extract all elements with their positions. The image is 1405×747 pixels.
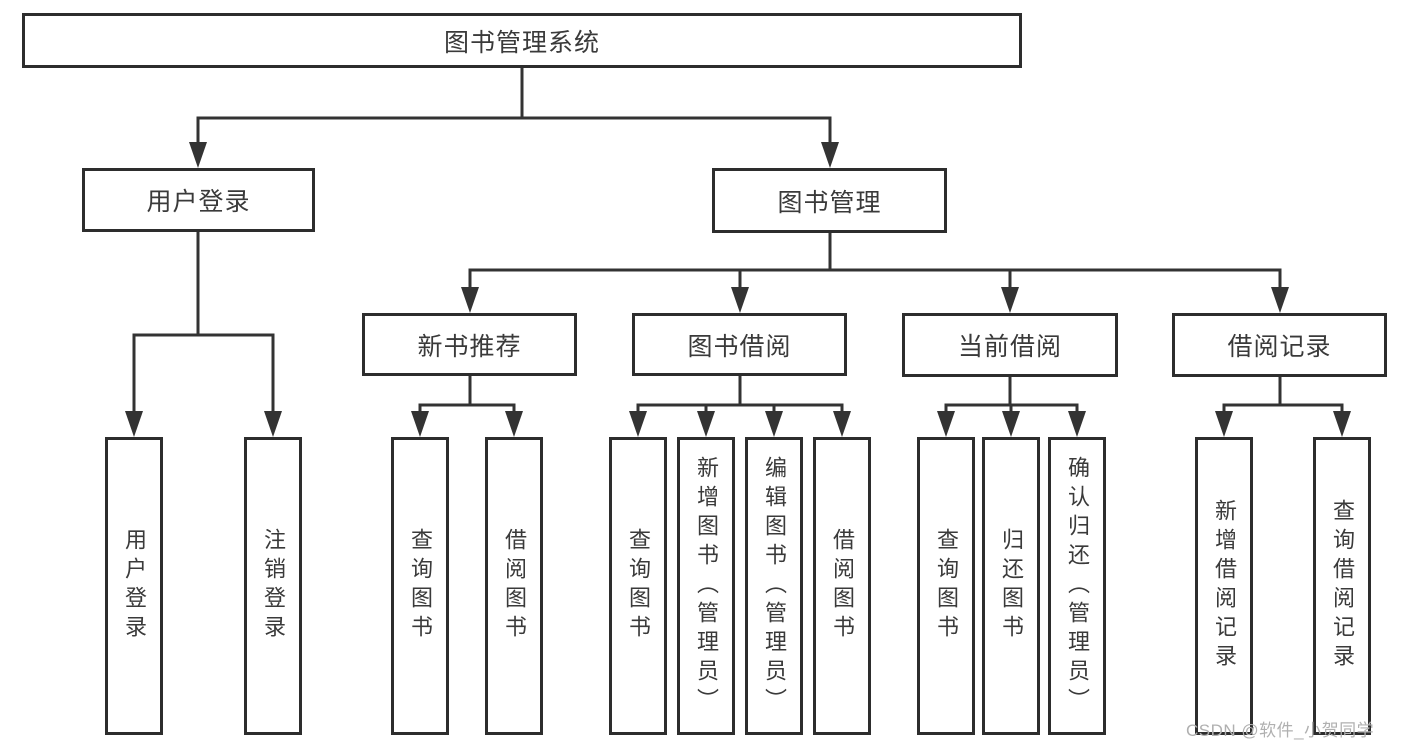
connector-borrow-record-children — [1222, 374, 1344, 415]
node-borrow-records-label: 借阅记录 — [1227, 333, 1332, 361]
leaf-query-books-borrow-label: 查询图书 — [626, 528, 651, 644]
leaf-query-books-recommend: 查询图书 — [391, 437, 449, 735]
arrowhead — [629, 411, 647, 437]
arrowhead — [461, 287, 479, 313]
leaf-query-books-borrow: 查询图书 — [609, 437, 667, 735]
node-new-book-recommend-label: 新书推荐 — [417, 332, 522, 361]
arrowhead — [731, 287, 749, 313]
leaf-user-login: 用户登录 — [105, 437, 163, 735]
node-user-login: 用户登录 — [82, 168, 315, 232]
arrowheads-level2 — [189, 142, 839, 168]
arrowhead — [697, 411, 715, 437]
arrowhead — [1271, 287, 1289, 313]
node-borrow-records: 借阅记录 — [1172, 313, 1387, 377]
arrowhead — [833, 411, 851, 437]
arrowhead — [264, 411, 282, 437]
node-book-borrow-label: 图书借阅 — [687, 332, 792, 361]
leaf-borrow-books: 借阅图书 — [813, 437, 871, 735]
leaf-confirm-return-admin-label: 确认归还（管理员） — [1065, 455, 1090, 717]
leaf-confirm-return-admin: 确认归还（管理员） — [1048, 437, 1106, 735]
leaf-borrow-books-label: 借阅图书 — [830, 528, 855, 644]
arrowheads-current-borrow-children — [937, 411, 1086, 437]
arrowhead — [1333, 411, 1351, 437]
leaf-edit-books-admin: 编辑图书（管理员） — [745, 437, 803, 735]
leaf-edit-books-admin-label: 编辑图书（管理员） — [762, 455, 787, 717]
leaf-query-borrow-record: 查询借阅记录 — [1313, 437, 1371, 735]
arrowhead — [505, 411, 523, 437]
leaf-query-books-current-label: 查询图书 — [934, 528, 959, 644]
connector-book-mgmt-children — [468, 231, 1282, 291]
arrowheads-user-login-children — [125, 411, 282, 437]
leaf-return-books-label: 归还图书 — [999, 528, 1024, 644]
leaf-logout-label: 注销登录 — [261, 528, 286, 644]
leaf-logout: 注销登录 — [244, 437, 302, 735]
arrowhead — [765, 411, 783, 437]
connector-root-to-level2 — [196, 66, 832, 146]
arrowheads-borrow-record-children — [1215, 411, 1351, 437]
arrowhead — [1068, 411, 1086, 437]
arrowhead — [1215, 411, 1233, 437]
node-root-label: 图书管理系统 — [443, 28, 600, 57]
leaf-query-borrow-record-label: 查询借阅记录 — [1330, 499, 1355, 673]
node-user-login-label: 用户登录 — [146, 188, 251, 216]
leaf-add-books-admin-label: 新增图书（管理员） — [694, 455, 719, 717]
leaf-add-borrow-record: 新增借阅记录 — [1195, 437, 1253, 735]
arrowheads-level3 — [461, 287, 1289, 313]
node-book-management: 图书管理 — [712, 168, 947, 233]
leaf-borrow-books-recommend-label: 借阅图书 — [502, 528, 527, 644]
node-book-borrow: 图书借阅 — [632, 313, 847, 376]
arrowheads-book-borrow-children — [629, 411, 851, 437]
node-current-borrow: 当前借阅 — [902, 313, 1118, 377]
connector-current-borrow-children — [944, 374, 1079, 415]
leaf-query-books-current: 查询图书 — [917, 437, 975, 735]
arrowhead — [1001, 287, 1019, 313]
arrowhead — [1002, 411, 1020, 437]
arrowhead — [821, 142, 839, 168]
connector-new-book-children — [418, 374, 516, 415]
leaf-query-books-recommend-label: 查询图书 — [408, 528, 433, 644]
node-new-book-recommend: 新书推荐 — [362, 313, 577, 376]
arrowhead — [937, 411, 955, 437]
arrowheads-new-book-children — [411, 411, 523, 437]
leaf-add-borrow-record-label: 新增借阅记录 — [1212, 499, 1237, 673]
arrowhead — [125, 411, 143, 437]
leaf-user-login-label: 用户登录 — [122, 528, 147, 644]
node-current-borrow-label: 当前借阅 — [957, 333, 1062, 361]
leaf-return-books: 归还图书 — [982, 437, 1040, 735]
node-book-management-label: 图书管理 — [777, 188, 882, 217]
arrowhead — [411, 411, 429, 437]
csdn-watermark: CSDN @软件_小贺同学 — [1186, 721, 1375, 740]
node-root: 图书管理系统 — [22, 13, 1022, 68]
connector-user-login-children — [132, 230, 275, 415]
leaf-borrow-books-recommend: 借阅图书 — [485, 437, 543, 735]
arrowhead — [189, 142, 207, 168]
leaf-add-books-admin: 新增图书（管理员） — [677, 437, 735, 735]
connector-book-borrow-children — [636, 374, 844, 415]
